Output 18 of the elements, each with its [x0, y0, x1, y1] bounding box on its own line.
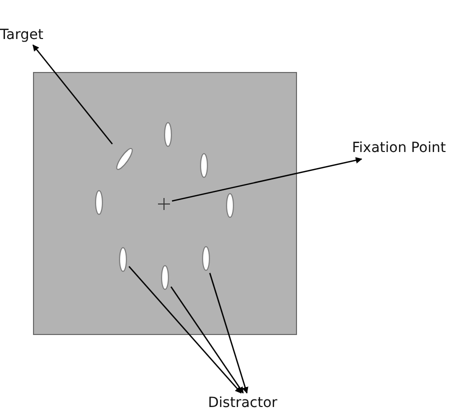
leader-arrow — [170, 286, 244, 394]
fixation-cross — [158, 198, 170, 210]
distractor-ellipse — [202, 246, 210, 271]
distractor-ellipse — [226, 193, 234, 218]
distractor-label: Distractor — [208, 395, 292, 411]
target-ellipse — [116, 148, 133, 170]
distractor-ellipse — [161, 265, 169, 290]
distractor-ellipse — [200, 153, 208, 178]
distractor-ellipse — [119, 247, 127, 272]
target-label: Target — [0, 27, 50, 43]
leader-arrow — [172, 157, 362, 202]
distractor-ellipse — [95, 190, 103, 215]
leader-arrow — [32, 44, 113, 144]
stimulus-display — [33, 72, 297, 335]
leader-arrow — [128, 266, 242, 394]
leader-arrow — [209, 272, 248, 394]
distractor-ellipse — [164, 122, 172, 147]
fixation-point-label: Fixation Point — [352, 140, 466, 157]
